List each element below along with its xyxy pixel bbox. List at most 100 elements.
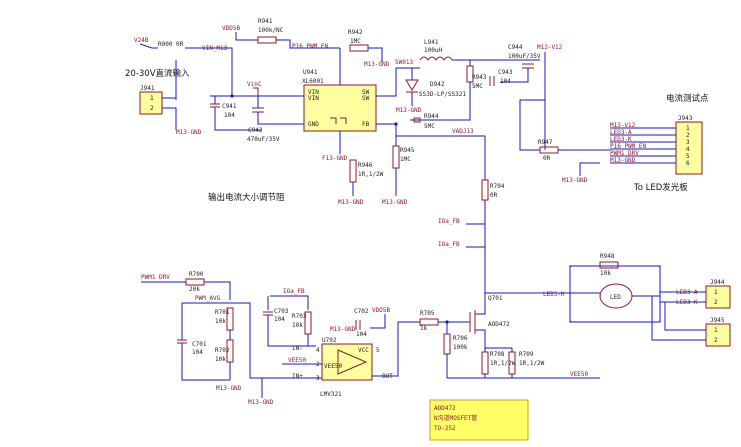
r941-value: 100k/NC <box>258 27 284 34</box>
c942-label: C942 <box>248 127 263 134</box>
r000-label: R000 0R <box>158 41 184 48</box>
vdd-label: VDD5B <box>222 25 240 32</box>
r944-label: R944 <box>424 113 439 120</box>
gnd3-label: M13-GND <box>396 107 422 114</box>
vout-label: M13-V12 <box>537 44 563 51</box>
r700-value: 20k <box>189 286 200 293</box>
p16-wire <box>276 39 340 49</box>
c944-gnd <box>500 68 529 83</box>
r941-body <box>257 36 277 44</box>
r700-label: R700 <box>189 271 204 278</box>
r706-body <box>443 333 451 355</box>
r708-r709-wires <box>484 348 600 379</box>
r703-label: R703 <box>292 313 307 320</box>
r946-value: 1R,1/2W <box>358 171 384 178</box>
mosfet-note-box <box>429 399 529 441</box>
c701-value: 104 <box>192 349 203 356</box>
u941-pin-vin2: VIN <box>308 95 319 102</box>
d942-symbol <box>405 79 419 93</box>
l941-out <box>452 59 471 66</box>
u702-vcc: VCC <box>358 347 369 354</box>
r708-value: 1R,1/2W <box>490 360 516 367</box>
c703-symbol <box>263 311 273 316</box>
q701-gate <box>469 310 476 334</box>
j945-connector <box>705 323 731 347</box>
led-box <box>569 265 661 323</box>
j943-pin-6: 6 <box>686 160 690 167</box>
r705-value: 1k <box>420 325 428 332</box>
led3k-wire <box>484 292 570 300</box>
fb-gnd-label: F13-GND <box>322 155 348 162</box>
v24-net-label: V24B <box>134 37 149 44</box>
gnd8-label: M13-GND <box>330 326 356 333</box>
gnd1-label: M13-GND <box>176 129 202 136</box>
u702-pin4: 4 <box>316 347 320 354</box>
in-neg-label: IN- <box>292 345 303 352</box>
r947-value: 0R <box>543 155 551 162</box>
r947-label: R947 <box>538 139 553 146</box>
r946-body <box>349 159 357 183</box>
r941-label: R941 <box>258 18 273 25</box>
l941-value: 100uH <box>424 47 442 54</box>
ioa-fb2-label: IOa_FB <box>438 241 460 248</box>
u702-triangle <box>337 349 368 375</box>
in-pos-wire <box>249 360 322 379</box>
pwm-avg-wire <box>182 302 251 360</box>
j943-net-4: P16 PWM EN <box>610 143 647 150</box>
q701-label: Q701 <box>488 295 503 302</box>
c941-symbol <box>210 103 220 108</box>
vdd5b-wire <box>370 314 386 329</box>
led-label: LED <box>610 294 621 301</box>
note-line3: TO-252 <box>434 425 456 432</box>
u941-pin-gnd: GND <box>308 121 319 128</box>
c944-label: C944 <box>508 44 523 51</box>
r942-body <box>349 44 369 52</box>
u941-chip <box>303 84 377 132</box>
j941-connector <box>139 91 163 115</box>
c942-value: 470uF/35V <box>247 136 280 143</box>
r700-out <box>204 281 231 300</box>
j943-pin-wires <box>610 127 676 164</box>
r709-value: 1R,1/2W <box>519 360 545 367</box>
c701-label: C701 <box>192 341 207 348</box>
led3k-label: LED3-K <box>543 291 565 298</box>
d942-label: D942 <box>430 81 445 88</box>
gnd7-label: M13-GND <box>216 385 242 392</box>
pwm-avg-label: PWM_AVG <box>195 295 221 302</box>
j944-wires <box>660 291 706 303</box>
pwm-label: PWM1 DRV <box>141 274 170 281</box>
j943-label: J943 <box>678 115 693 122</box>
c941-value: 104 <box>224 112 235 119</box>
junction <box>394 122 398 126</box>
r704-body <box>481 179 489 201</box>
sw013-label: SW013 <box>395 59 413 66</box>
j943-pins: M13-V12 LED3-A LED3-K P16 PWM EN PWM1 DR… <box>610 122 690 167</box>
p16-label: P16 PWM EN <box>292 43 329 50</box>
q701-part: AOD472 <box>488 321 510 328</box>
j941-label: J941 <box>140 85 155 92</box>
vin-net-label: VIN_M13 <box>202 45 228 52</box>
r706-label: R706 <box>453 335 468 342</box>
r704-value: 0R <box>490 192 498 199</box>
vinc-label: VinC <box>247 81 262 88</box>
u941-pin-vin: VIN <box>308 89 319 96</box>
r948-value: 10k <box>600 270 611 277</box>
c944-value: 100uF/35V <box>508 53 541 60</box>
j945-wires <box>651 296 706 341</box>
r942-label: R942 <box>348 29 363 36</box>
r944-value: 5MC <box>424 123 435 130</box>
c703-value: 104 <box>274 316 285 323</box>
vee-label: VEE50 <box>288 357 306 364</box>
sw-wire <box>376 67 420 97</box>
d942-part: SS3D-LP/SS321 <box>419 91 466 98</box>
u941-part: XL6001 <box>302 78 324 85</box>
j943-net-2: LED3-A <box>610 129 632 136</box>
in-pos-label: IN+ <box>292 373 303 380</box>
j941-pin1: 1 <box>150 95 154 102</box>
vdd5b-label: VDD5B <box>372 307 390 314</box>
r943-label: R943 <box>472 74 487 81</box>
j943-net-3: LED3-K <box>610 136 632 143</box>
j945-label: J945 <box>710 317 725 324</box>
j944-pin1: 1 <box>714 289 718 296</box>
